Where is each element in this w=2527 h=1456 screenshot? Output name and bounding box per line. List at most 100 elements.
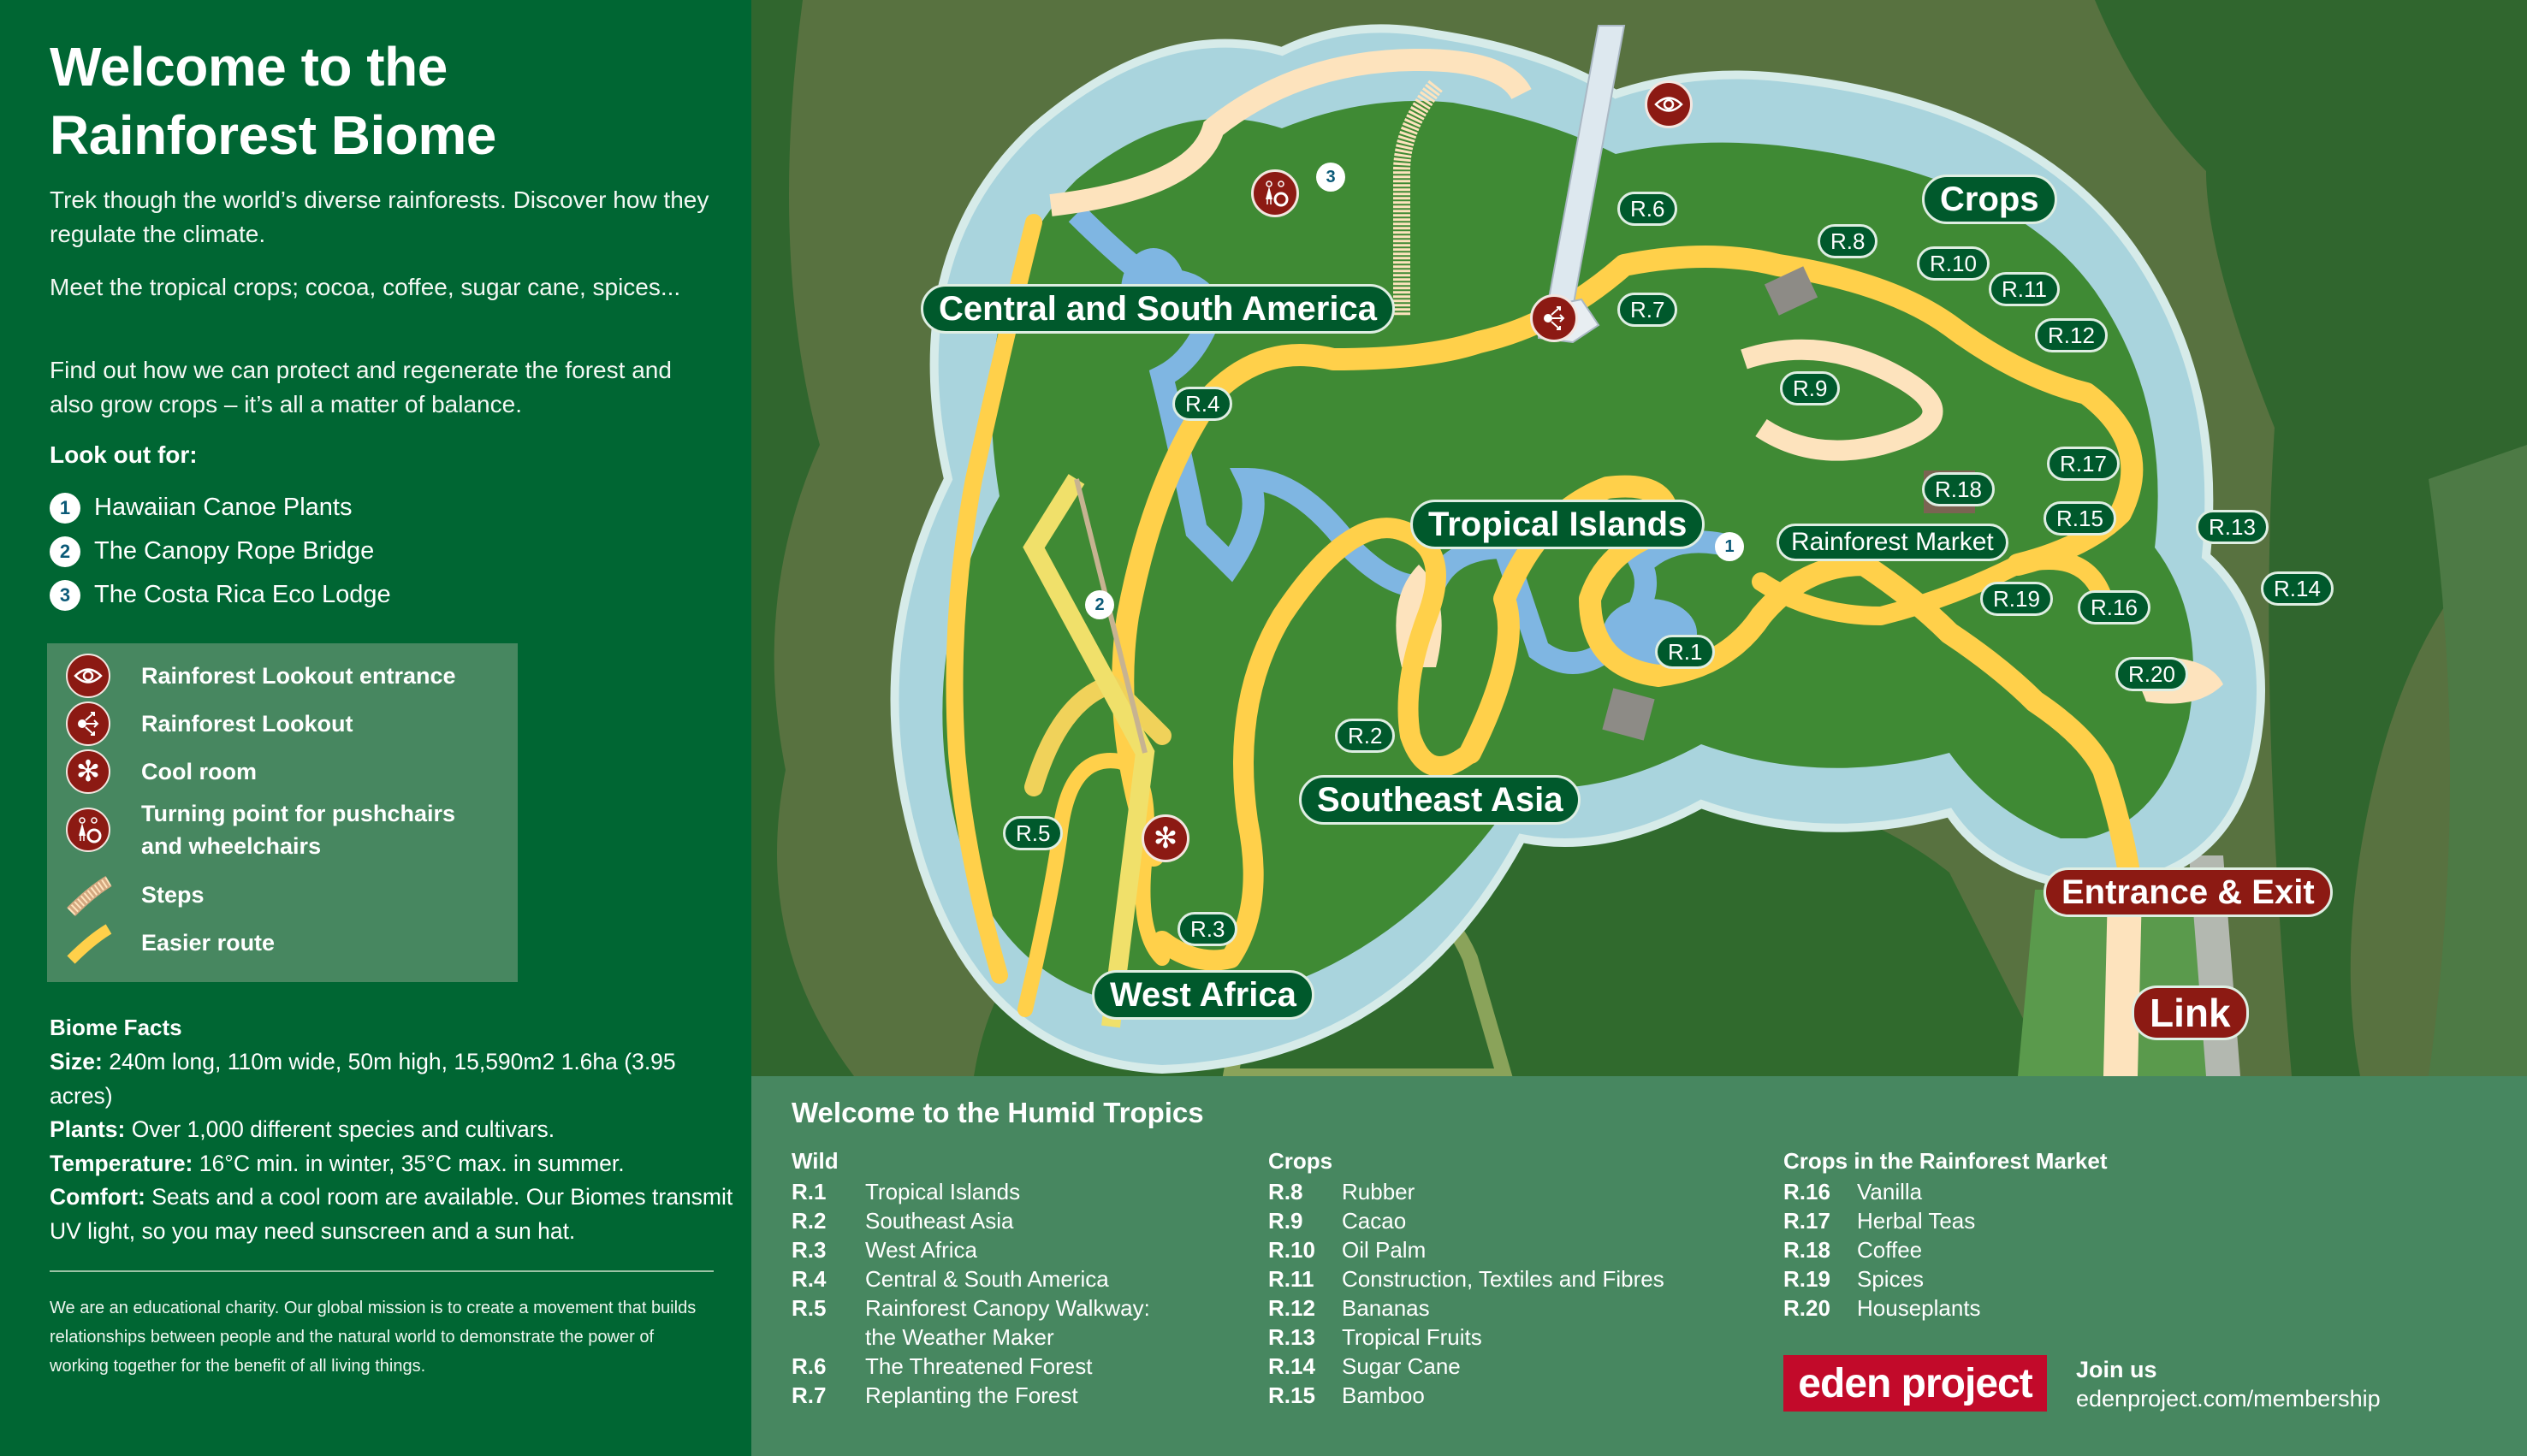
- legend-item: Rainforest Lookout: [47, 701, 518, 746]
- pushchair-wheelchair-icon[interactable]: [1251, 169, 1299, 217]
- route-label-r16[interactable]: R.16: [2078, 590, 2150, 624]
- route-label-r11[interactable]: R.11: [1989, 272, 2060, 306]
- route-label-r19[interactable]: R.19: [1980, 582, 2053, 616]
- number-badge: 2: [50, 536, 80, 567]
- marker-1-hawaiian-canoe-plants[interactable]: 1: [1715, 532, 1744, 561]
- route-label-r15[interactable]: R.15: [2044, 501, 2116, 536]
- fact-comfort: Comfort: Seats and a cool room are avail…: [50, 1184, 733, 1244]
- route-label-r13[interactable]: R.13: [2196, 510, 2269, 544]
- biome-facts-heading: Biome Facts: [50, 1015, 182, 1040]
- pushchair-wheelchair-icon: [66, 808, 110, 852]
- rainforest-market-label[interactable]: Rainforest Market: [1777, 524, 2008, 561]
- route-label-r17[interactable]: R.17: [2047, 447, 2120, 481]
- legend-item: Steps: [47, 873, 518, 917]
- route-label-r18[interactable]: R.18: [1922, 472, 1995, 506]
- mission-statement: We are an educational charity. Our globa…: [50, 1299, 697, 1376]
- humid-tropics-heading: Welcome to the Humid Tropics: [792, 1097, 1204, 1128]
- route-label-r7[interactable]: R.7: [1617, 293, 1678, 327]
- map-legend: Rainforest Lookout entrance Rainforest L…: [47, 643, 518, 982]
- legend-item: Rainforest Lookout entrance: [47, 654, 518, 698]
- route-label-r4[interactable]: R.4: [1172, 387, 1233, 421]
- route-label-r14[interactable]: R.14: [2261, 571, 2334, 606]
- route-label-r8[interactable]: R.8: [1818, 224, 1878, 258]
- eye-icon: [66, 654, 110, 698]
- intro-paragraph-3: Find out how we can protect and regenera…: [50, 357, 672, 417]
- legend-item: ✻ Cool room: [47, 749, 518, 794]
- route-key-row: the Weather Maker: [865, 1324, 1054, 1350]
- route-label-r2[interactable]: R.2: [1335, 719, 1396, 753]
- look-out-item: 1 Hawaiian Canoe Plants: [50, 486, 391, 530]
- route-label-r12[interactable]: R.12: [2035, 318, 2108, 352]
- snowflake-icon[interactable]: ✻: [1142, 814, 1189, 862]
- route-label-r1[interactable]: R.1: [1655, 635, 1716, 669]
- look-out-item: 3 The Costa Rica Eco Lodge: [50, 573, 391, 617]
- eden-project-logo: eden project: [1783, 1355, 2047, 1412]
- legend-item: Turning point for pushchairs and wheelch…: [47, 797, 518, 862]
- zone-label-west-africa[interactable]: West Africa: [1092, 970, 1314, 1020]
- route-label-r5[interactable]: R.5: [1003, 816, 1064, 850]
- zone-label-southeast-asia[interactable]: Southeast Asia: [1299, 775, 1581, 825]
- legend-item: Easier route: [47, 920, 518, 965]
- intro-paragraph-2: Meet the tropical crops; cocoa, coffee, …: [50, 274, 681, 300]
- divider: [50, 1270, 714, 1272]
- membership-link[interactable]: edenproject.com/membership: [2076, 1386, 2381, 1412]
- number-badge: 1: [50, 492, 80, 524]
- route-label-r3[interactable]: R.3: [1177, 912, 1238, 946]
- biome-facts: Size: 240m long, 110m wide, 50m high, 15…: [50, 1045, 734, 1248]
- route-label-r9[interactable]: R.9: [1780, 371, 1841, 405]
- snowflake-icon: ✻: [66, 749, 110, 794]
- route-label-r10[interactable]: R.10: [1917, 246, 1990, 281]
- route-label-r20[interactable]: R.20: [2115, 657, 2188, 691]
- marker-3-costa-rica-eco-lodge[interactable]: 3: [1316, 163, 1345, 192]
- entrance-exit-label[interactable]: Entrance & Exit: [2044, 867, 2333, 917]
- fact-plants: Plants: Over 1,000 different species and…: [50, 1116, 555, 1142]
- look-out-item: 2 The Canopy Rope Bridge: [50, 530, 391, 573]
- join-us-heading: Join us: [2076, 1357, 2157, 1382]
- look-out-heading: Look out for:: [50, 441, 198, 468]
- lookout-arrows-icon: [66, 701, 110, 746]
- intro-paragraph-1: Trek though the world’s diverse rainfore…: [50, 186, 709, 247]
- lookout-arrows-icon[interactable]: [1530, 294, 1578, 342]
- eye-icon[interactable]: [1645, 80, 1693, 128]
- fact-temperature: Temperature: 16°C min. in winter, 35°C m…: [50, 1150, 625, 1176]
- zone-label-central-south-america[interactable]: Central and South America: [921, 284, 1395, 334]
- look-out-list: 1 Hawaiian Canoe Plants 2 The Canopy Rop…: [50, 486, 391, 617]
- easier-route-icon: [66, 920, 112, 965]
- zone-label-tropical-islands[interactable]: Tropical Islands: [1410, 500, 1705, 549]
- membership-cta: Join us edenproject.com/membership: [2076, 1355, 2381, 1413]
- biome-map[interactable]: Central and South America Tropical Islan…: [751, 0, 2527, 1076]
- info-panel: Welcome to the Rainforest Biome Trek tho…: [0, 0, 751, 1456]
- steps-icon: [66, 873, 112, 917]
- number-badge: 3: [50, 579, 80, 611]
- page-title: Welcome to the Rainforest Biome: [50, 36, 496, 166]
- zone-label-crops[interactable]: Crops: [1922, 175, 2057, 224]
- link-label[interactable]: Link: [2132, 985, 2249, 1040]
- fact-size: Size: 240m long, 110m wide, 50m high, 15…: [50, 1049, 676, 1109]
- route-label-r6[interactable]: R.6: [1617, 192, 1678, 226]
- marker-2-canopy-rope-bridge[interactable]: 2: [1085, 590, 1114, 619]
